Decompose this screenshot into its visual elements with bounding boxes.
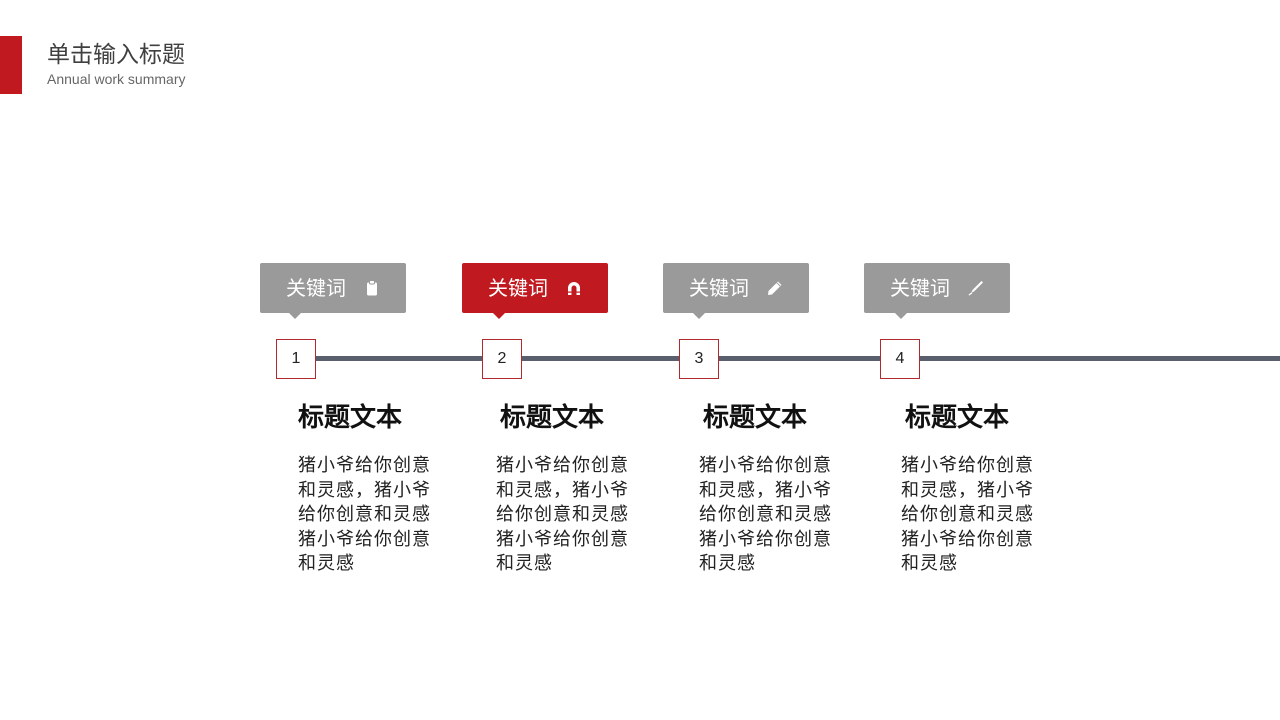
- magnet-icon: [566, 280, 582, 296]
- step-title-2[interactable]: 标题文本: [500, 403, 605, 433]
- timeline-step-1: 关键词 1 标题文本 猪小爷给你创意和灵感，猪小爷给你创意和灵感猪小爷给你创意和…: [0, 0, 430, 574]
- keyword-callout-2[interactable]: 关键词: [462, 263, 608, 319]
- timeline-step-3: 关键词 3 标题文本 猪小爷给你创意和灵感，猪小爷给你创意和灵感猪小爷给你创意和…: [0, 0, 831, 574]
- step-number-2: 2: [482, 339, 522, 379]
- step-number-3: 3: [679, 339, 719, 379]
- step-body-3[interactable]: 猪小爷给你创意和灵感，猪小爷给你创意和灵感猪小爷给你创意和灵感: [699, 455, 832, 574]
- keyword-callout-4[interactable]: 关键词: [864, 263, 1010, 319]
- callout-pointer: [894, 312, 908, 319]
- step-body-2[interactable]: 猪小爷给你创意和灵感，猪小爷给你创意和灵感猪小爷给你创意和灵感: [496, 455, 629, 574]
- step-body-4[interactable]: 猪小爷给你创意和灵感，猪小爷给你创意和灵感猪小爷给你创意和灵感: [901, 455, 1034, 574]
- step-title-3[interactable]: 标题文本: [703, 403, 808, 433]
- step-title-4[interactable]: 标题文本: [905, 403, 1010, 433]
- callout-pointer: [288, 312, 302, 319]
- pencil-icon: [767, 280, 783, 296]
- keyword-callout-3[interactable]: 关键词: [663, 263, 809, 319]
- timeline-step-2: 关键词 2 标题文本 猪小爷给你创意和灵感，猪小爷给你创意和灵感猪小爷给你创意和…: [0, 0, 628, 574]
- step-body-1[interactable]: 猪小爷给你创意和灵感，猪小爷给你创意和灵感猪小爷给你创意和灵感: [298, 455, 431, 574]
- callout-pointer: [492, 312, 506, 319]
- keyword-label: 关键词: [286, 276, 346, 300]
- timeline-line: [296, 356, 1280, 361]
- timeline-step-4: 关键词 4 标题文本 猪小爷给你创意和灵感，猪小爷给你创意和灵感猪小爷给你创意和…: [0, 0, 1033, 574]
- step-title-1[interactable]: 标题文本: [298, 403, 403, 433]
- keyword-label: 关键词: [689, 276, 749, 300]
- page-subtitle[interactable]: Annual work summary: [47, 71, 186, 87]
- page-title[interactable]: 单击输入标题: [47, 42, 185, 68]
- title-accent-bar: [0, 36, 22, 94]
- clipboard-icon: [364, 280, 380, 296]
- callout-pointer: [692, 312, 706, 319]
- step-number-4: 4: [880, 339, 920, 379]
- keyword-label: 关键词: [890, 276, 950, 300]
- keyword-label: 关键词: [488, 276, 548, 300]
- pen-icon: [968, 280, 984, 296]
- keyword-callout-1[interactable]: 关键词: [260, 263, 406, 319]
- step-number-1: 1: [276, 339, 316, 379]
